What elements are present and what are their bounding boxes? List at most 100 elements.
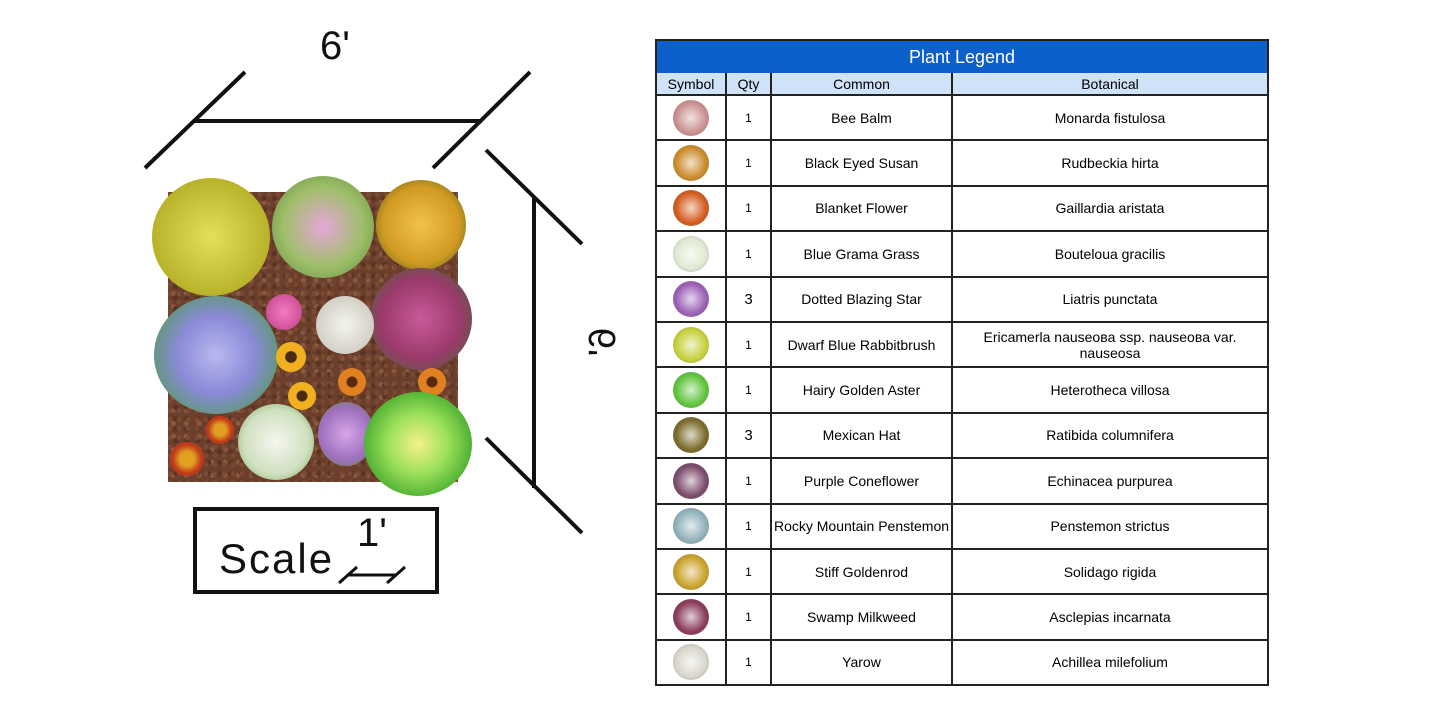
legend-title: Plant Legend [657,41,1267,73]
qty-cell: 1 [726,366,772,413]
qty-cell: 1 [726,184,772,232]
botanical-name-cell: Gaillardia aristata [952,184,1267,232]
qty-cell: 1 [726,320,772,368]
symbol-cell [657,230,727,277]
stiff-goldenrod-symbol [673,553,709,590]
common-name-cell: Black Eyed Susan [771,139,953,186]
botanical-name-cell: Asclepias incarnata [952,593,1267,640]
common-name-cell: Rocky Mountain Penstemon [771,502,953,549]
symbol-cell [657,593,727,640]
common-name-cell: Dotted Blazing Star [771,275,953,322]
qty-cell: 1 [726,457,772,504]
dwarf-blue-rabbitbrush-symbol [673,326,709,363]
rocky-mountain-penstemon-symbol [673,508,709,545]
black-eyed-susan-symbol [673,145,709,182]
scale-unit-label: 1' [357,511,387,555]
common-name-cell: Blue Grama Grass [771,230,953,277]
symbol-cell [657,411,727,459]
qty-cell: 3 [726,411,772,459]
blue-grama-grass-symbol [673,235,709,272]
plant-legend: Plant Legend Symbol Qty Common Botanical… [655,39,1269,687]
length-label: 6' [582,327,625,357]
common-name-cell: Blanket Flower [771,184,953,232]
bee-balm-symbol [673,99,709,136]
plant-mexican-hat-2 [418,368,446,396]
garden-plan: 6' 6' Scale 1' [0,0,640,723]
symbol-cell [657,366,727,413]
symbol-cell [657,638,727,685]
plant-grama-grass [238,404,314,480]
scale-bar [338,565,406,585]
dotted-blazing-star-symbol [673,281,709,318]
mexican-hat-symbol [673,417,709,454]
qty-cell: 1 [726,502,772,549]
symbol-cell [657,275,727,322]
scale-label: Scale [219,535,335,582]
symbol-cell [657,547,727,595]
qty-cell: 1 [726,638,772,685]
common-name-cell: Bee Balm [771,95,953,141]
common-name-cell: Swamp Milkweed [771,593,953,640]
botanical-name-cell: Bouteloua gracilis [952,230,1267,277]
qty-cell: 1 [726,593,772,640]
qty-cell: 1 [726,230,772,277]
botanical-name-cell: Solidago rigida [952,547,1267,595]
plant-goldenrod [152,178,270,296]
botanical-name-cell: Liatris punctata [952,275,1267,322]
common-name-cell: Purple Coneflower [771,457,953,504]
purple-coneflower-symbol [673,462,709,499]
header-qty: Qty [726,73,772,96]
plant-coneflower [266,294,302,330]
header-common: Common [771,73,953,96]
qty-cell: 1 [726,95,772,141]
symbol-cell [657,139,727,186]
plant-swamp-milkweed [370,268,472,370]
botanical-name-cell: Ratibida columnifera [952,411,1267,459]
common-name-cell: Mexican Hat [771,411,953,459]
legend-header-row: Symbol Qty Common Botanical [657,73,1267,96]
qty-cell: 1 [726,547,772,595]
symbol-cell [657,502,727,549]
common-name-cell: Stiff Goldenrod [771,547,953,595]
header-symbol: Symbol [657,73,727,96]
header-botanical: Botanical [952,73,1267,96]
botanical-name-cell: Rudbeckia hirta [952,139,1267,186]
plant-blanket-flower [376,180,466,270]
common-name-cell: Dwarf Blue Rabbitbrush [771,320,953,368]
scale-box: Scale 1' [193,507,439,594]
symbol-cell [657,95,727,141]
common-name-cell: Hairy Golden Aster [771,366,953,413]
plant-golden-aster [364,392,472,496]
blanket-flower-symbol [673,190,709,227]
botanical-name-cell: Monarda fistulosa [1054,109,1166,126]
plant-blanket-flower-2 [170,442,204,476]
symbol-cell [657,184,727,232]
plant-mexican-hat [338,368,366,396]
dimension-lines [143,70,584,535]
plant-bee-balm [272,176,374,278]
qty-cell: 1 [726,139,772,186]
botanical-name-cell: Echinacea purpurea [952,457,1267,504]
botanical-name-cell: Achillea milefolium [952,638,1267,685]
plant-yarow [316,296,374,354]
botanical-name-cell: Penstemon strictus [952,502,1267,549]
qty-cell: 3 [726,275,772,322]
plant-rabbitbrush [154,296,278,414]
common-name-cell: Yarow [771,638,953,685]
symbol-cell [657,457,727,504]
botanical-name-cell: Heterotheca villosa [952,366,1267,413]
plant-blanket-flower-3 [206,416,234,444]
yarow-symbol [673,644,709,681]
plant-black-eyed-susan [276,342,306,372]
